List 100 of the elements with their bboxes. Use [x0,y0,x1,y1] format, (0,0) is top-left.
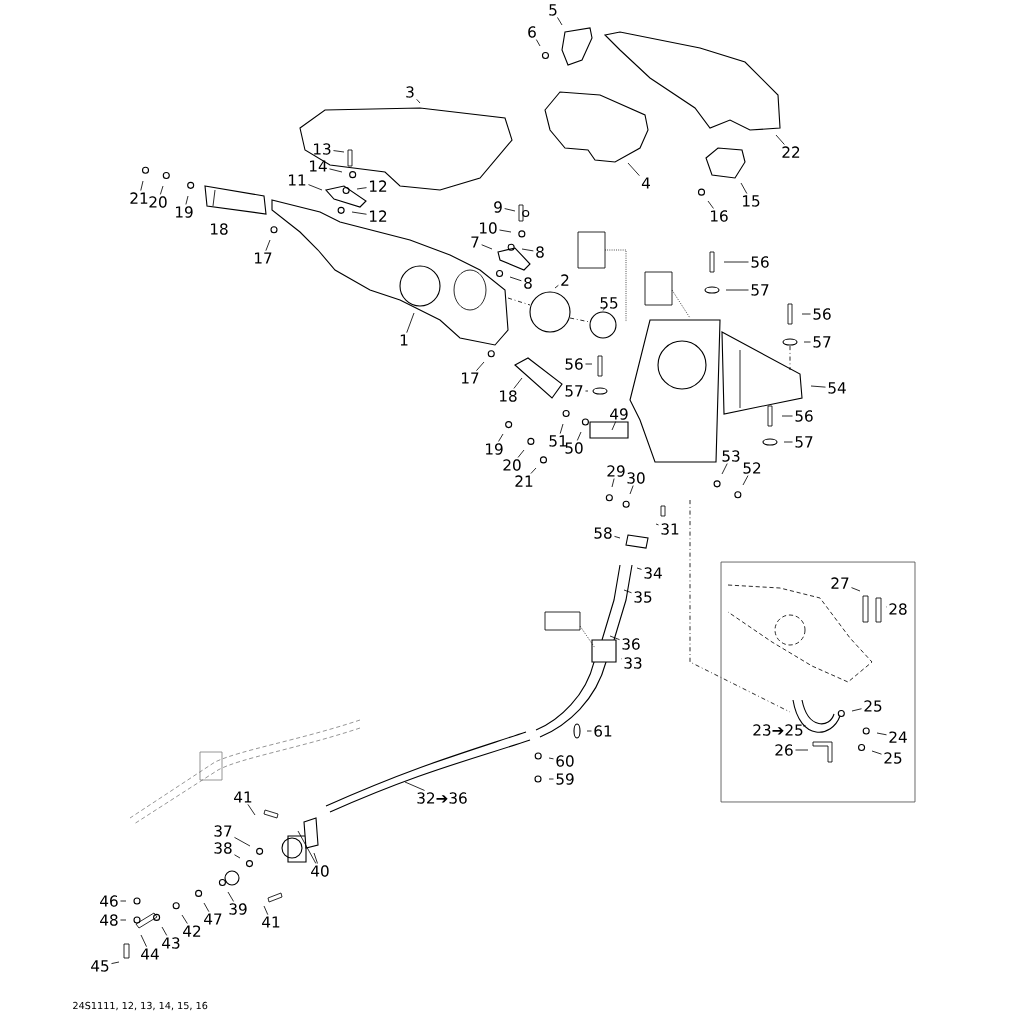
leader-line [356,187,367,190]
leader-line [140,180,144,191]
callout-number: 27 [831,577,849,589]
callout-number: 3 [406,86,414,98]
leader-line [611,421,617,431]
callout-number: 8 [536,246,544,258]
leader-line [585,390,589,392]
callout-number: 18 [500,390,517,402]
leader-line [742,475,749,486]
leader-line [297,830,317,864]
callout-number: 39 [229,903,247,915]
leader-line [725,289,749,291]
callout-number: 16 [711,210,728,222]
leader-line [548,757,554,760]
leader-line [498,433,504,442]
leader-line [263,905,269,916]
leader-line [404,781,425,791]
leader-line [723,261,749,263]
callout-number: 42 [183,925,201,937]
leader-line [586,730,592,732]
callout-number: 41 [234,791,252,803]
leader-line [740,182,748,194]
callout-number: 29 [607,465,625,477]
callout-number: 41 [262,916,280,928]
leader-line [308,184,323,191]
callout-number: 1 [400,334,408,346]
callout-number: 44 [141,948,159,960]
callout-number: 50 [565,442,583,454]
leader-line [120,919,127,921]
leader-line [721,463,728,475]
callout-number: 57 [751,284,769,296]
callout-number: 61 [594,725,612,737]
callout-number: 21 [130,192,148,204]
leader-line [602,307,606,311]
callout-number: 2 [561,274,569,286]
leader-line [614,535,621,539]
leader-line [781,415,793,417]
drawing-number: 24S1111, 12, 13, 14, 15, 16 [73,1001,208,1011]
leader-line [481,244,493,250]
leader-line [576,431,582,441]
leader-line [707,200,714,209]
callout-number: 32➔36 [417,792,467,804]
leader-line [548,778,554,780]
callout-number: 37 [214,825,232,837]
leader-line [265,239,271,252]
callout-number: 12 [370,210,387,222]
leader-line [554,284,559,289]
leader-line [851,708,862,712]
leader-line [783,441,793,443]
leader-line [513,377,523,389]
leader-line [871,750,882,755]
leader-line [333,150,345,153]
callout-number: 46 [100,895,118,907]
callout-number: 23➔25 [753,724,803,736]
callout-number: 19 [176,206,193,218]
leader-line [120,900,127,902]
leader-line [629,485,634,495]
leader-line [623,589,632,594]
callout-number: 17 [462,372,479,384]
leader-line [416,98,421,104]
leader-line [203,902,210,913]
leader-line [509,276,522,282]
callout-number: 17 [255,252,272,264]
callout-number: 60 [556,755,574,767]
callout-number: 33 [624,657,642,669]
leader-line [521,248,534,252]
callout-number: 47 [204,913,222,925]
callout-number: 56 [813,308,831,320]
leader-line [802,725,806,727]
leader-line [406,312,415,334]
leader-line [585,363,593,365]
leader-line [636,567,642,570]
callout-number: 21 [515,475,533,487]
inset-frame [720,561,916,803]
leader-line [111,961,120,964]
leader-line [517,449,525,458]
leader-line [234,836,251,847]
leader-line [801,313,811,315]
callout-number: 25 [864,700,882,712]
callout-number: 22 [782,146,800,158]
leader-line [499,229,512,233]
callout-number: 49 [610,408,628,420]
callout-number: 24 [889,731,907,743]
callout-number: 25 [884,752,902,764]
callout-number: 14 [310,160,327,172]
callout-number: 35 [634,591,652,603]
callout-number: 45 [91,960,109,972]
leader-line [161,926,168,936]
leader-line [876,732,887,736]
callout-number: 57 [565,385,583,397]
callout-number: 4 [641,177,650,189]
callout-number: 51 [549,435,567,447]
callout-number: 57 [795,436,813,448]
callout-number: 19 [486,443,503,455]
callout-number: 31 [661,523,679,535]
callout-number: 57 [813,336,831,348]
leader-line [655,523,659,526]
callout-number: 56 [565,358,583,370]
leader-line [351,211,367,215]
callout-number: 38 [214,842,232,854]
